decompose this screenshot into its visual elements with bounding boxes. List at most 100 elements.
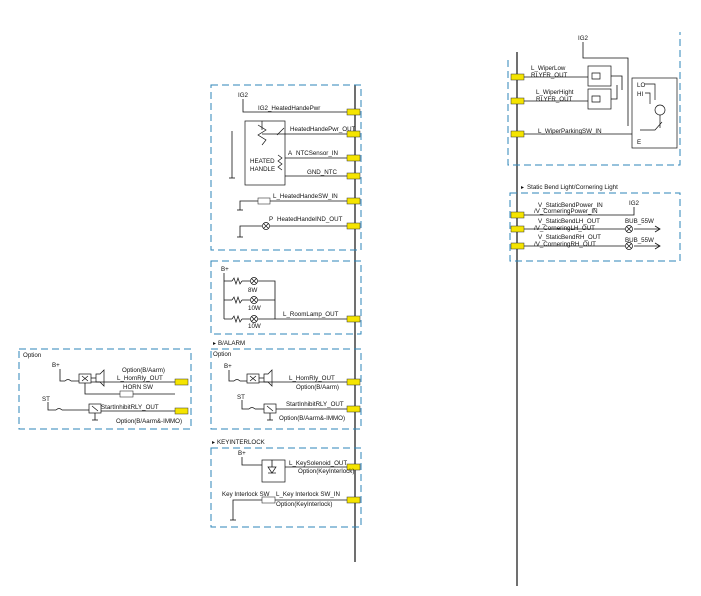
heated-handle-section: IG2 IG2_HeatedHandePwr HEATED HANDLE Hea…	[210, 84, 362, 251]
keyinterlock-frame	[210, 447, 362, 528]
rl-lamp-1-icon	[250, 277, 258, 285]
left-start-pin	[174, 407, 189, 415]
sb-lh-pin	[510, 225, 525, 233]
wiper-high-label-1: L_WiperHight	[536, 89, 574, 96]
rl-lamp-3-icon	[250, 315, 258, 323]
ki-sw-label: Key Interlock SW	[222, 491, 270, 498]
wiper-motor-box	[631, 77, 678, 149]
wiper-high-pin	[510, 97, 525, 105]
sb-lh-out-1: V_StaticBendLH_OUT	[538, 218, 600, 225]
keyinterlock-section-label: KEYINTERLOCK	[217, 439, 266, 446]
left-horn-pin	[174, 378, 189, 386]
wiper-ig2-label: IG2	[578, 35, 589, 42]
hh-pwr-out-label: HeatedHandePwr_OUT	[290, 126, 356, 133]
left-horn-sw-label: HORN SW	[123, 384, 153, 391]
left-st-label: ST	[42, 396, 50, 403]
sb-rh-out-2: /V_CorneringRH_OUT	[534, 241, 596, 248]
static-bend-section-label: Static Bend Light/Cornering Light	[527, 184, 618, 191]
wiper-parking-label: L_WiperParkingSW_IN	[538, 128, 602, 135]
left-option-section: Option B+ Option(B/Aarm) L_HornRly_OUT H…	[18, 348, 192, 430]
wiper-low-relay	[587, 65, 612, 87]
hh-p-label: P	[269, 216, 273, 223]
wiper-parking-pin	[510, 130, 525, 138]
hh-ig2-label: IG2	[238, 92, 249, 99]
left-option-frame	[18, 348, 192, 430]
room-lamp-section: B+ 8W 10W 10W L_RoomLamp_OUT	[210, 260, 362, 335]
hh-pwr-label: IG2_HeatedHandePwr	[258, 105, 320, 112]
sb-bulb-rh: BUB_55W	[625, 237, 654, 244]
balarm-section-arrow: ▸	[213, 340, 216, 347]
sb-power-in-2: /V_CorneringPower_IN	[534, 208, 598, 215]
wiper-motor-e: E	[637, 139, 641, 146]
wiper-motor-hi: HI	[637, 91, 643, 98]
rl-out-label: L_RoomLamp_OUT	[283, 311, 339, 318]
balarm-horn-pin	[346, 378, 361, 386]
hh-gnd-ntc-label: GND_NTC	[307, 169, 337, 176]
hh-handle-label-1: HEATED	[250, 158, 275, 165]
ki-solenoid-option: Option(KeyInterlock)	[298, 468, 354, 475]
left-horn-option: Option(B/Aarm)	[122, 367, 165, 374]
hh-switch-icon	[257, 197, 271, 205]
balarm-horn-option: Option(B/Aarm)	[296, 384, 339, 391]
hh-sw-in-label: L_HeatedHandeSW_IN	[273, 193, 338, 200]
ki-solenoid-pin	[346, 463, 361, 471]
balarm-start-inhibit: StartInhibitRLY_OUT	[286, 401, 344, 408]
rl-lamp-2-icon	[250, 296, 258, 304]
balarm-start-option: Option(B/Aarm&-IMMO)	[279, 415, 345, 422]
hh-ntc-label: NTCSensor_IN	[296, 150, 338, 157]
sb-rh-pin	[510, 242, 525, 250]
wiper-section: IG2 L_WiperLow RLYFR_OUT L_WiperHight RL…	[507, 32, 681, 166]
keyinterlock-section-arrow: ▸	[212, 439, 215, 446]
sb-bulb-lh-icon	[625, 225, 633, 233]
balarm-option-label: Option	[213, 351, 232, 358]
hh-ind-out-label: HeatedHandeIND_OUT	[277, 216, 343, 223]
hh-ind-pin	[346, 222, 361, 230]
rl-bplus-label: B+	[221, 266, 229, 273]
static-bend-arrow: ▸	[521, 184, 524, 191]
balarm-frame	[210, 348, 362, 430]
static-bend-section: ▸ Static Bend Light/Cornering Light V_St…	[509, 184, 681, 262]
ki-sw-pin	[346, 496, 361, 504]
sb-power-pin	[510, 211, 525, 219]
sb-rh-out-1: V_StaticBendRH_OUT	[538, 234, 601, 241]
sb-bulb-rh-icon	[625, 242, 633, 250]
balarm-section-label: B/ALARM	[218, 340, 245, 347]
balarm-section: ▸ B/ALARM Option B+ L_HornRly_OUT Option…	[210, 340, 362, 430]
wiper-frame	[507, 32, 681, 166]
wiper-motor-lo: LO	[637, 82, 645, 89]
ki-switch-icon	[261, 496, 276, 504]
left-horn-icon	[95, 369, 105, 387]
hh-handle-label-2: HANDLE	[250, 166, 275, 173]
sb-ig2-label: IG2	[629, 200, 640, 207]
wiper-motor-icon	[654, 104, 666, 116]
keyinterlock-section: ▸ KEYINTERLOCK B+ L_KeySolenoid_OUT Opti…	[210, 439, 362, 528]
left-horn-sw-icon	[119, 390, 134, 398]
rl-watt-1: 8W	[248, 287, 257, 294]
left-bplus-label: B+	[52, 362, 60, 369]
hh-indicator-lamp-icon	[262, 222, 270, 230]
left-start-option: Option(B/Aarm&-IMMO)	[116, 418, 182, 425]
wiper-high-label-2: RLYFR_OUT	[536, 96, 573, 103]
left-horn-rly-out: L_HornRly_OUT	[117, 375, 163, 382]
wiper-high-relay	[587, 88, 612, 110]
wiper-low-pin	[510, 73, 525, 81]
wiper-low-label-2: RLYFR_OUT	[531, 72, 568, 79]
balarm-bplus-label: B+	[224, 363, 232, 370]
static-bend-frame	[509, 192, 681, 262]
left-option-label: Option	[23, 352, 42, 359]
hh-pwr-out-pin	[346, 130, 361, 138]
balarm-start-pin	[346, 405, 361, 413]
ki-bplus-label: B+	[238, 450, 246, 457]
rl-watt-2: 10W	[248, 305, 261, 312]
ki-sw-option: Option(KeyInterlock)	[276, 501, 332, 508]
rl-watt-3: 10W	[248, 323, 261, 330]
left-start-inhibit: StartInhibitRLY_OUT	[101, 404, 159, 411]
hh-pwr-pin	[346, 108, 361, 116]
ki-diode-icon	[267, 466, 277, 474]
rl-out-pin	[346, 315, 361, 323]
sb-power-in-1: V_StaticBendPower_IN	[538, 202, 603, 209]
wiper-low-label-1: L_WiperLow	[531, 65, 566, 72]
ki-sw-in-label: L_Key Interlock SW_IN	[276, 491, 340, 498]
hh-a-label: A	[288, 150, 293, 157]
